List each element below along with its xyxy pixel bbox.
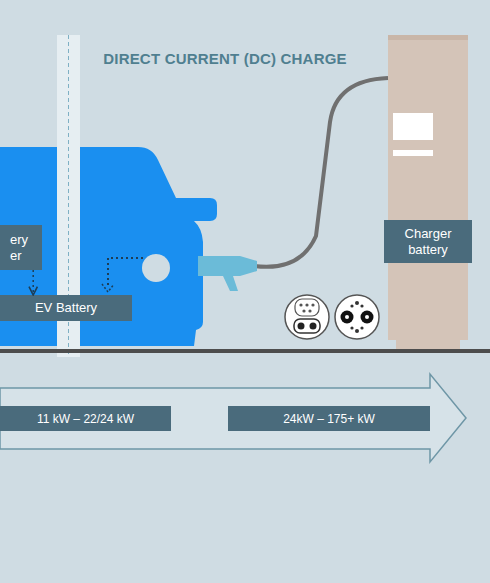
cabinet-top	[388, 35, 468, 40]
node-text: 24kW – 175+ kW	[283, 411, 375, 427]
node-text-group: ery er	[10, 232, 38, 264]
charger-label: ery er	[0, 225, 42, 270]
node-text: EV Battery	[35, 300, 97, 316]
power-range-box: 11 kW – 22/24 kW	[0, 406, 171, 431]
node-text-group: Charger battery	[384, 226, 472, 258]
ground-line	[0, 349, 490, 353]
charger-cabinet	[388, 35, 468, 340]
dotted-arrow	[32, 270, 34, 295]
chademo-connector-icon	[335, 295, 379, 339]
port-leader-head	[102, 284, 114, 292]
port-leader	[108, 258, 143, 286]
diagram-title: DIRECT CURRENT (DC) CHARGE	[0, 50, 450, 67]
ccs-connector-icon	[285, 295, 329, 339]
node-text: ery er	[10, 232, 38, 264]
node-text: 11 kW – 22/24 kW	[37, 411, 134, 427]
node-text: Charger battery	[384, 226, 472, 258]
charger-slot	[393, 150, 433, 156]
charger-screen	[393, 113, 433, 140]
node-text-group: 11 kW – 22/24 kW	[37, 411, 134, 427]
node-text-group: EV Battery	[35, 300, 97, 316]
charging-plug	[198, 256, 257, 291]
power-range-box: 24kW – 175+ kW	[228, 406, 430, 431]
charger-battery-label: Charger battery	[384, 220, 472, 263]
node-text-group: 24kW – 175+ kW	[283, 411, 375, 427]
charge-port	[142, 254, 170, 282]
cabinet-base	[396, 334, 460, 350]
battery-label: EV Battery	[0, 295, 132, 321]
charging-cable	[254, 78, 388, 267]
power-range-arrow	[0, 374, 466, 462]
